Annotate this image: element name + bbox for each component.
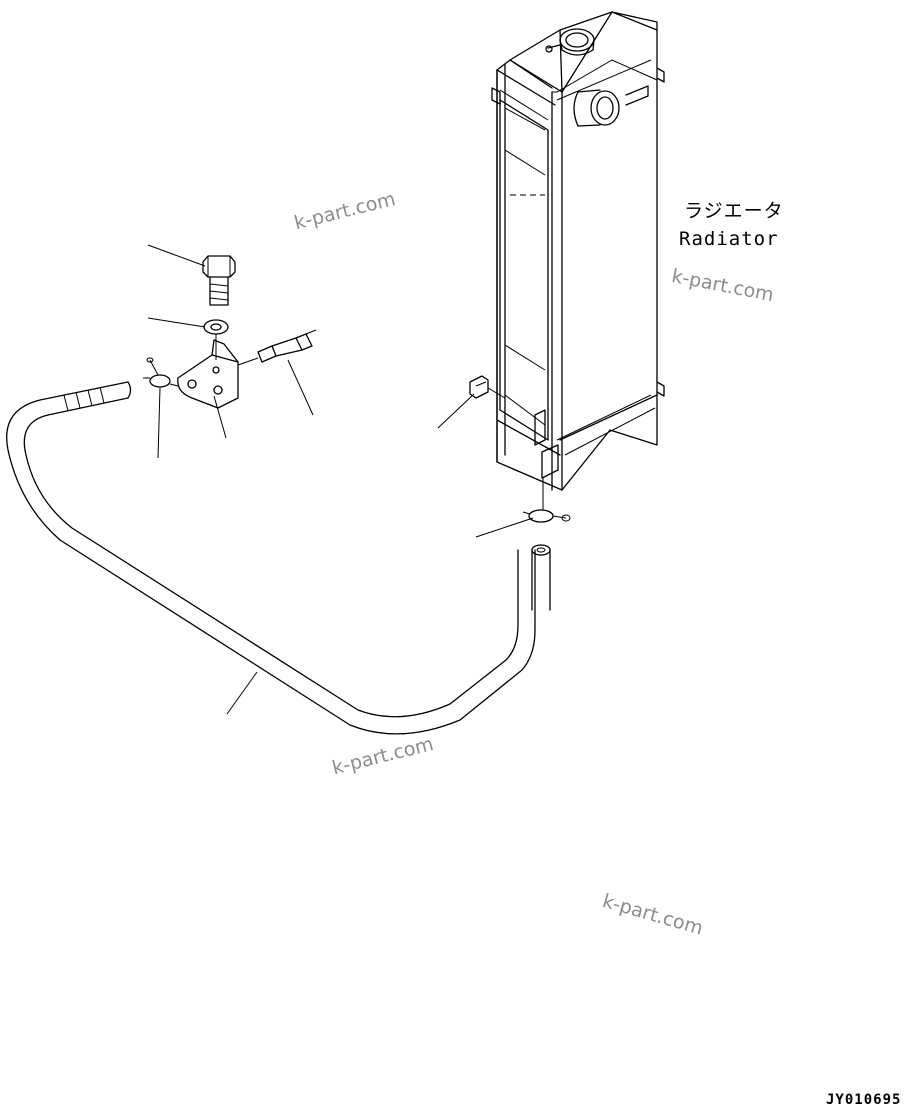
leader-lines	[147, 244, 534, 715]
hose	[6, 381, 551, 735]
radiator	[469, 11, 665, 510]
washer	[203, 319, 229, 360]
sensor	[257, 329, 317, 363]
radiator-label-en: Radiator	[679, 228, 779, 250]
bracket	[177, 339, 259, 409]
radiator-label-jp: ラジエータ	[684, 200, 784, 222]
clamp-right	[522, 509, 571, 523]
bolt	[202, 255, 236, 306]
drawing-code: JY010695	[826, 1092, 902, 1108]
clamp-left	[143, 357, 179, 388]
